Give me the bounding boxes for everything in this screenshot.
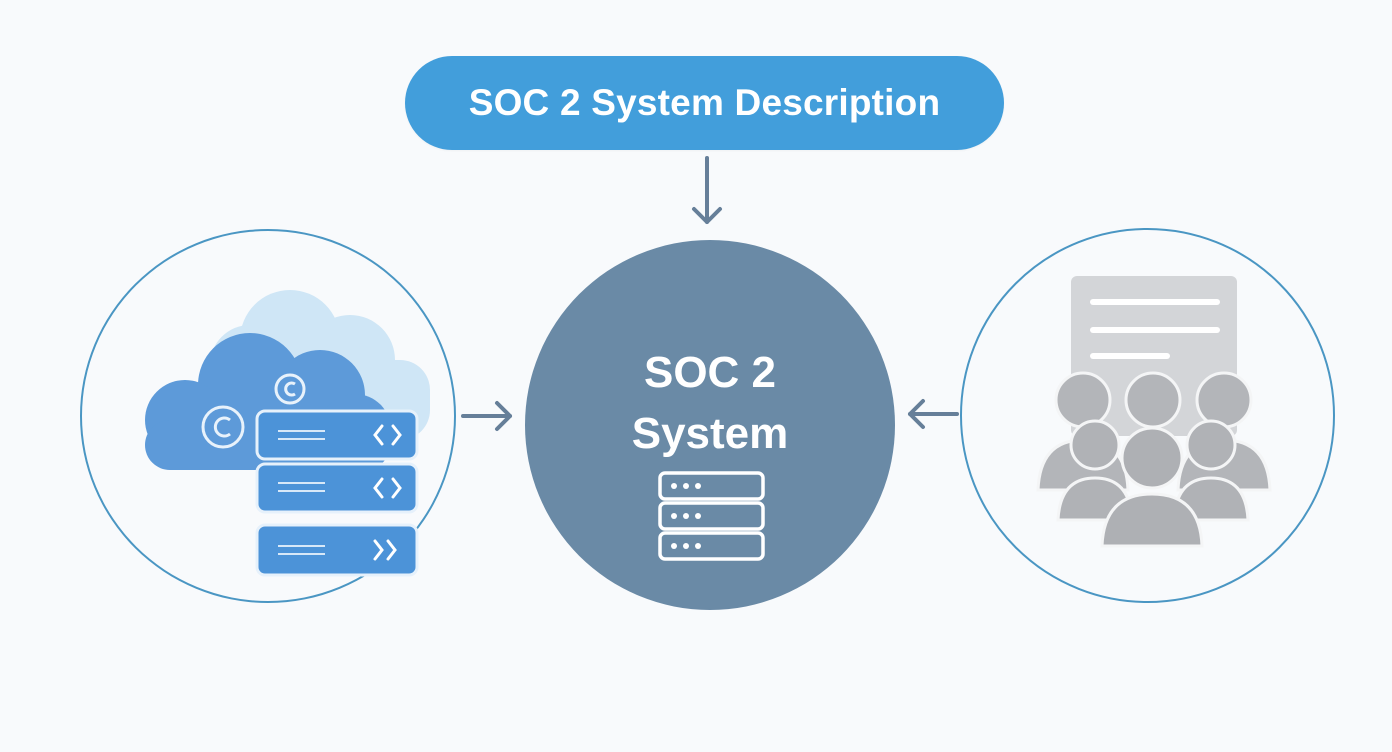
infrastructure-row (255, 462, 419, 514)
people-node (960, 228, 1335, 603)
center-title-line1: SOC 2 (643, 348, 777, 397)
infrastructure-row (255, 523, 419, 577)
infrastructure-row (255, 409, 419, 461)
arrow-down-icon (692, 156, 722, 224)
cloud-sync-icon (201, 373, 306, 449)
soc2-system-node (525, 240, 895, 610)
infrastructure-node (80, 229, 456, 603)
system-description-title: SOC 2 System Description (405, 56, 1004, 150)
center-title-line2: System (631, 409, 789, 458)
arrow-left-icon (908, 399, 959, 429)
arrow-right-icon (461, 401, 512, 431)
document-icon (1071, 276, 1237, 436)
